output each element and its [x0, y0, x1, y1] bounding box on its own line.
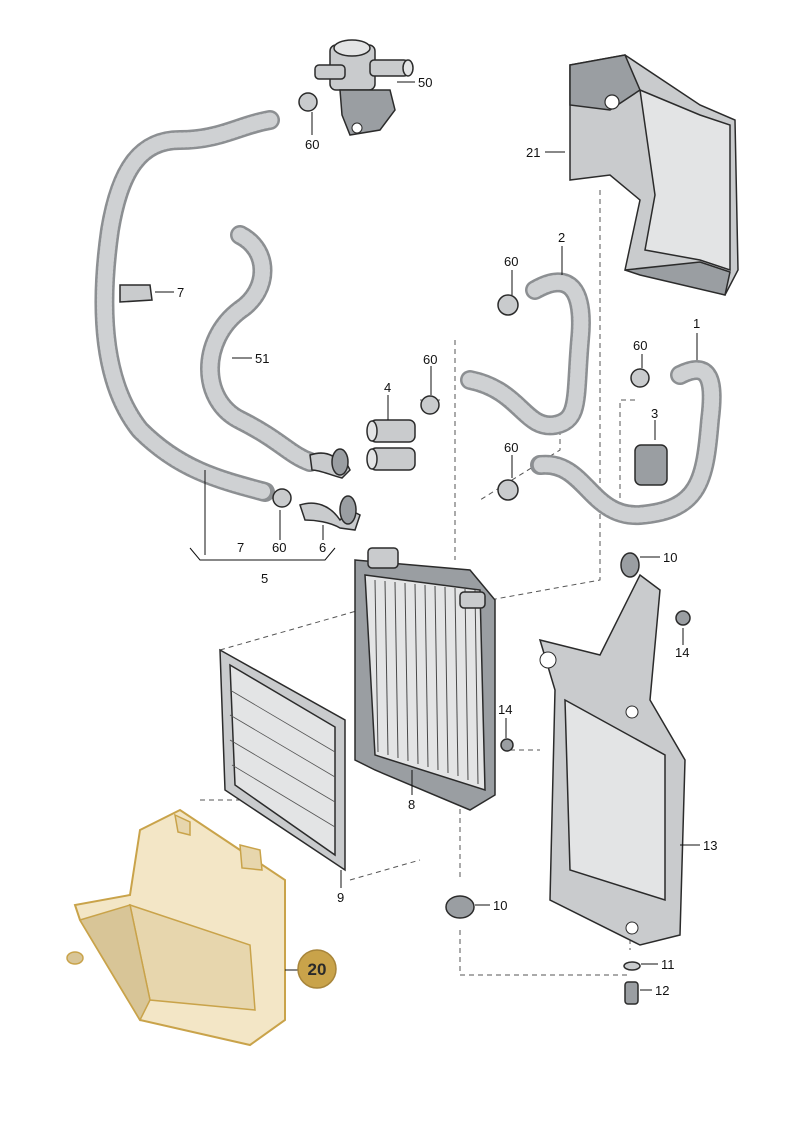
callout-6: 6 [319, 540, 326, 555]
radiator [354, 547, 496, 811]
callout-51: 51 [255, 351, 269, 366]
callout-1: 1 [693, 316, 700, 331]
callout-60: 60 [504, 440, 518, 455]
callout-14: 14 [498, 702, 512, 717]
callout-21: 21 [526, 145, 540, 160]
coolant-hoses [94, 110, 722, 526]
callout-7: 7 [177, 285, 184, 300]
highlighted-duct [66, 808, 286, 1047]
callout-50: 50 [418, 75, 432, 90]
callout-60: 60 [272, 540, 286, 555]
callout-10: 10 [663, 550, 677, 565]
coolant-valve [314, 39, 414, 136]
air-duct [569, 54, 739, 296]
fasteners [445, 552, 691, 1005]
grille-panel [219, 648, 346, 872]
callout-labels: 50 60 21 2 60 7 51 1 60 60 4 3 60 7 60 6… [177, 75, 717, 998]
callout-9: 9 [337, 890, 344, 905]
callout-11: 11 [661, 957, 675, 972]
callout-10: 10 [493, 898, 507, 913]
callout-5: 5 [261, 571, 268, 586]
badge-label: 20 [308, 960, 327, 979]
callout-13: 13 [703, 838, 717, 853]
callout-60: 60 [305, 137, 319, 152]
mounting-bracket [538, 573, 686, 946]
part-badge-20: 20 [297, 949, 337, 989]
callout-60: 60 [504, 254, 518, 269]
callout-4: 4 [384, 380, 391, 395]
callout-60: 60 [423, 352, 437, 367]
callout-12: 12 [655, 983, 669, 998]
callout-8: 8 [408, 797, 415, 812]
leader-lines [155, 81, 700, 991]
callout-60: 60 [633, 338, 647, 353]
callout-3: 3 [651, 406, 658, 421]
callout-2: 2 [558, 230, 565, 245]
connectors [119, 92, 668, 531]
callout-7: 7 [237, 540, 244, 555]
callout-14: 14 [675, 645, 689, 660]
